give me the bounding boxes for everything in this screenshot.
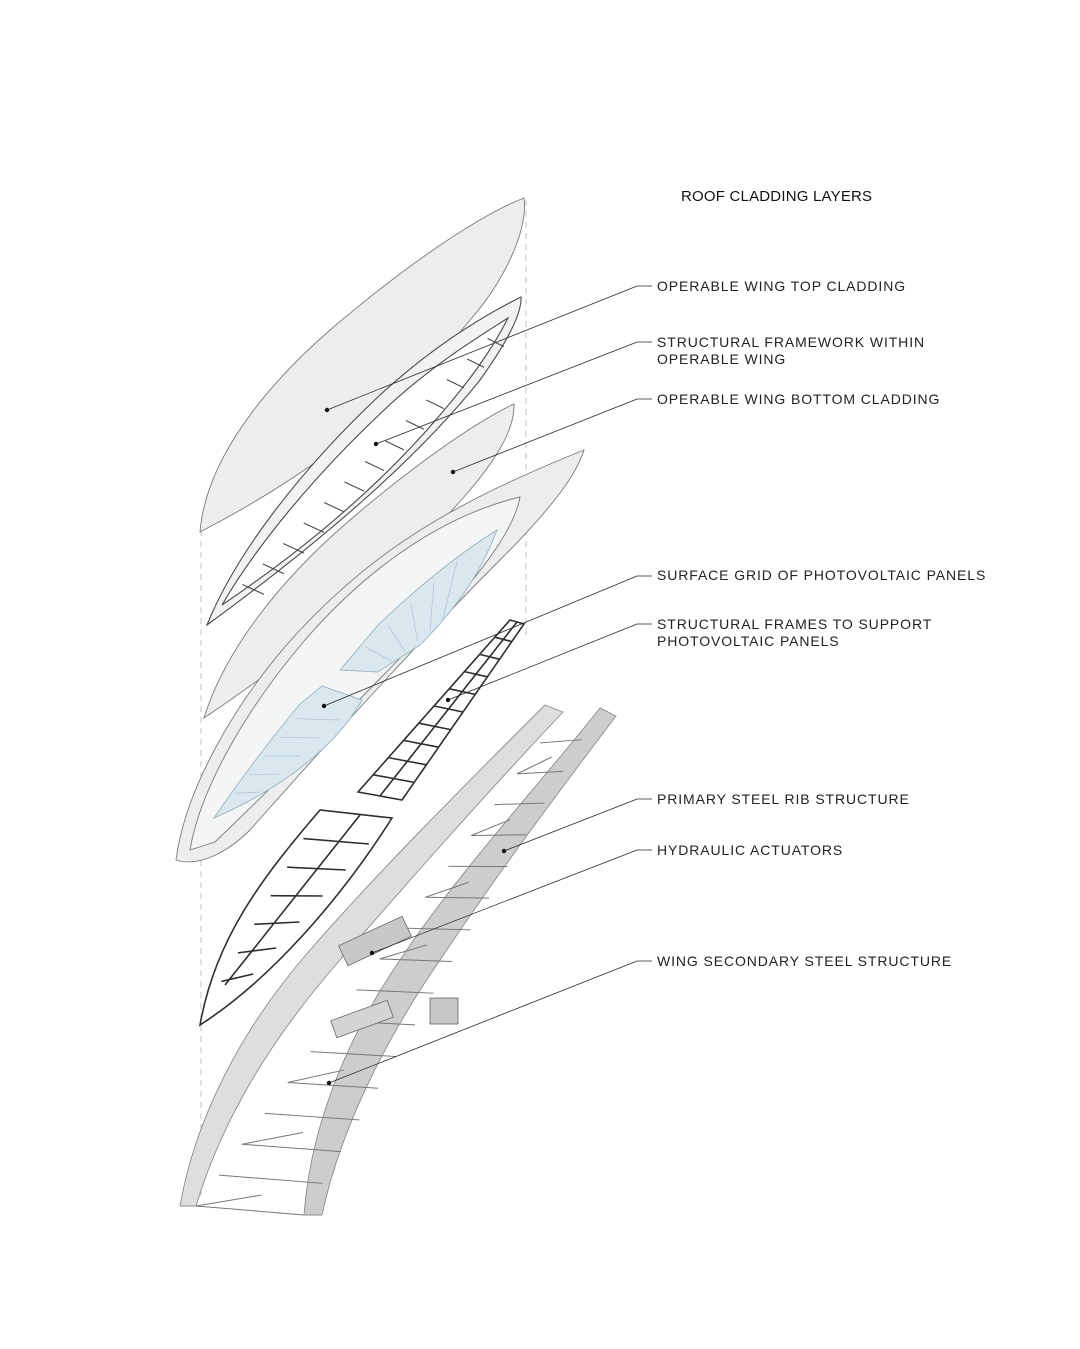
leader-dot-primary-rib <box>501 848 507 854</box>
rib-cross-member <box>402 927 471 931</box>
rib-cross-member <box>356 989 434 994</box>
pv-grid-line <box>364 646 393 662</box>
pv-frame-bar <box>303 837 369 845</box>
pv-panels-upper <box>339 529 498 673</box>
framework-rung <box>323 502 345 513</box>
leader-line-hydraulic-actuators <box>371 849 652 954</box>
rib-cross-member <box>540 739 582 744</box>
rib-diagonal <box>425 881 469 898</box>
pv-frame-bar <box>287 866 346 871</box>
leader-lines <box>321 285 652 1086</box>
rib-cross-member <box>471 834 527 836</box>
rib-cross-member <box>264 1112 360 1121</box>
framework-rung <box>262 563 285 575</box>
layer-pv-frames <box>198 619 526 1027</box>
framework-rung <box>364 461 385 471</box>
label-top-cladding: OPERABLE WING TOP CLADDING <box>657 278 907 294</box>
label-structural-framework: STRUCTURAL FRAMEWORK WITHIN OPERABLE WIN… <box>657 334 925 367</box>
pv-grid-line <box>429 582 435 631</box>
framework-rung <box>426 399 445 410</box>
leader-line-top-cladding <box>326 285 652 411</box>
pv-grid-line <box>410 603 418 642</box>
framework-rung <box>344 481 365 492</box>
label-bottom-cladding: OPERABLE WING BOTTOM CLADDING <box>657 391 941 407</box>
rib-left <box>179 704 564 1207</box>
rib-diagonal <box>379 944 428 960</box>
pv-grid-line <box>279 736 321 739</box>
leader-dot-hydraulic-actuators <box>369 950 375 956</box>
hydraulic-actuator-assembly <box>330 915 459 1039</box>
layer-primary-steel-rib <box>179 704 617 1216</box>
pv-grid-line <box>294 718 341 721</box>
leader-dot-bottom-cladding <box>450 469 456 475</box>
pv-panels-lower <box>212 685 363 819</box>
framework-rung <box>303 522 325 533</box>
layer-structural-framework <box>205 296 522 627</box>
rib-cross-member <box>241 1143 342 1153</box>
framework-rung <box>446 379 465 389</box>
leader-line-pv-frames <box>447 623 652 701</box>
pv-frame-bar <box>224 814 361 986</box>
leader-dot-structural-framework <box>373 441 379 447</box>
rib-cross-member <box>218 1174 323 1184</box>
rib-cross-member <box>310 1051 397 1058</box>
leader-line-secondary-structure <box>328 960 652 1084</box>
rib-cross-member <box>425 896 490 899</box>
label-pv-grid: SURFACE GRID OF PHOTOVOLTAIC PANELS <box>657 567 987 583</box>
pv-frame-bar <box>379 621 518 797</box>
pv-frame-lower <box>198 809 394 1027</box>
label-hydraulic-actuators: HYDRAULIC ACTUATORS <box>657 842 844 858</box>
pv-grid-line <box>249 773 281 776</box>
diagram-title: ROOF CLADDING LAYERS <box>681 188 873 205</box>
leader-line-bottom-cladding <box>452 398 652 473</box>
rib-diagonal <box>516 756 552 775</box>
pv-frame-bar <box>254 921 300 926</box>
leader-dot-pv-grid <box>321 703 327 709</box>
framework-rung <box>242 583 265 595</box>
rib-diagonal <box>241 1132 304 1145</box>
label-primary-rib: PRIMARY STEEL RIB STRUCTURE <box>657 791 910 807</box>
leader-dot-pv-frames <box>445 697 451 703</box>
layer-pv-grid <box>175 449 585 863</box>
pv-grid-line <box>387 625 406 652</box>
leader-line-structural-framework <box>375 341 652 445</box>
pv-grid-line <box>234 791 261 794</box>
framework-rung <box>405 420 425 430</box>
framework-rung <box>283 543 305 554</box>
rib-diagonal <box>195 1194 262 1207</box>
leader-line-primary-rib <box>503 798 652 852</box>
pv-frame-bar <box>221 973 254 983</box>
rib-diagonal <box>287 1069 345 1083</box>
leader-dot-top-cladding <box>324 407 330 413</box>
rib-diagonal <box>471 819 511 836</box>
rib-cross-member <box>195 1205 305 1216</box>
label-secondary-structure: WING SECONDARY STEEL STRUCTURE <box>657 953 953 969</box>
pv-frame-bar <box>237 947 277 954</box>
rib-cross-member <box>379 958 453 962</box>
rib-cross-member <box>287 1082 379 1089</box>
rib-cross-member <box>517 770 564 775</box>
rib-cross-member <box>494 802 545 806</box>
label-pv-frames: STRUCTURAL FRAMES TO SUPPORT PHOTOVOLTAI… <box>657 616 933 649</box>
framework-rung <box>385 440 405 451</box>
framework-rung <box>466 358 485 368</box>
pv-grid-line <box>442 561 458 621</box>
leader-dot-secondary-structure <box>326 1080 332 1086</box>
leader-line-pv-grid <box>323 575 652 707</box>
